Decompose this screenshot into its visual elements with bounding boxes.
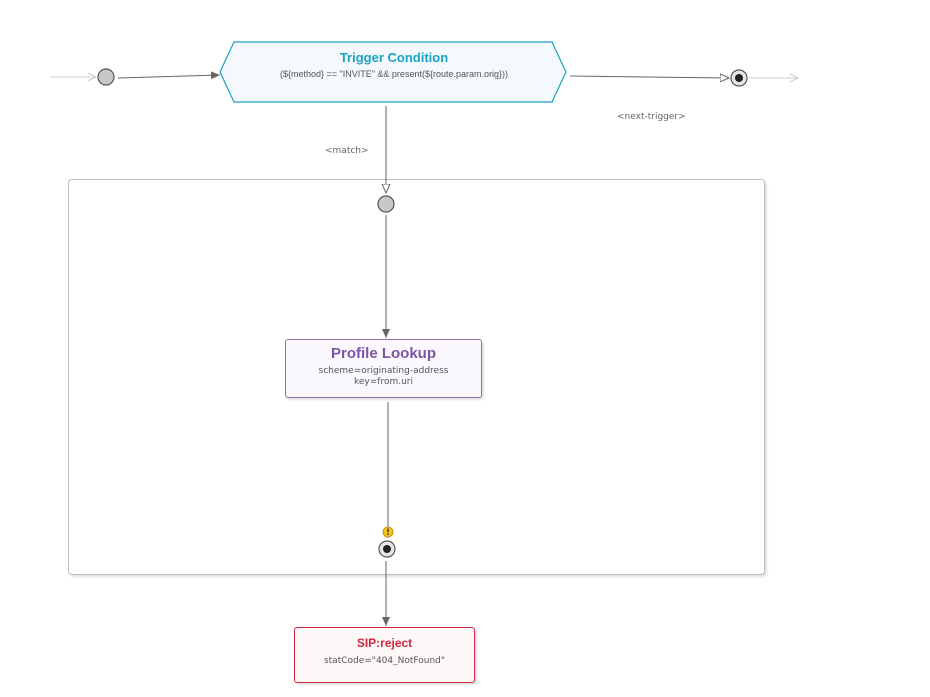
sip-reject-status-code: statCode="404_NotFound" — [323, 656, 446, 666]
match-label: <match> — [325, 146, 369, 156]
trigger-title: Trigger Condition — [339, 50, 449, 65]
next-trigger-label: <next-trigger> — [617, 112, 686, 122]
start-circle-icon[interactable] — [97, 68, 115, 86]
sip-reject-node[interactable]: SIP:reject statCode="404_NotFound" — [294, 627, 475, 683]
end-circle-dot — [735, 74, 743, 82]
trigger-condition-node[interactable] — [219, 41, 567, 103]
warning-icon — [382, 526, 394, 538]
trigger-expression: (${method} == "INVITE" && present(${rout… — [279, 69, 508, 79]
next-trigger-edge — [569, 76, 729, 78]
start-circle-icon[interactable] — [377, 195, 395, 213]
profile-lookup-node[interactable]: Profile Lookup scheme=originating-addres… — [285, 339, 482, 398]
profile-lookup-scheme: scheme=originating-address — [318, 366, 449, 376]
start-to-trigger-edge — [117, 71, 221, 80]
sip-reject-title: SIP:reject — [356, 636, 413, 650]
profile-lookup-title: Profile Lookup — [331, 345, 436, 362]
profile-lookup-key: key=from.uri — [353, 377, 413, 387]
end-circle-dot — [383, 545, 391, 553]
